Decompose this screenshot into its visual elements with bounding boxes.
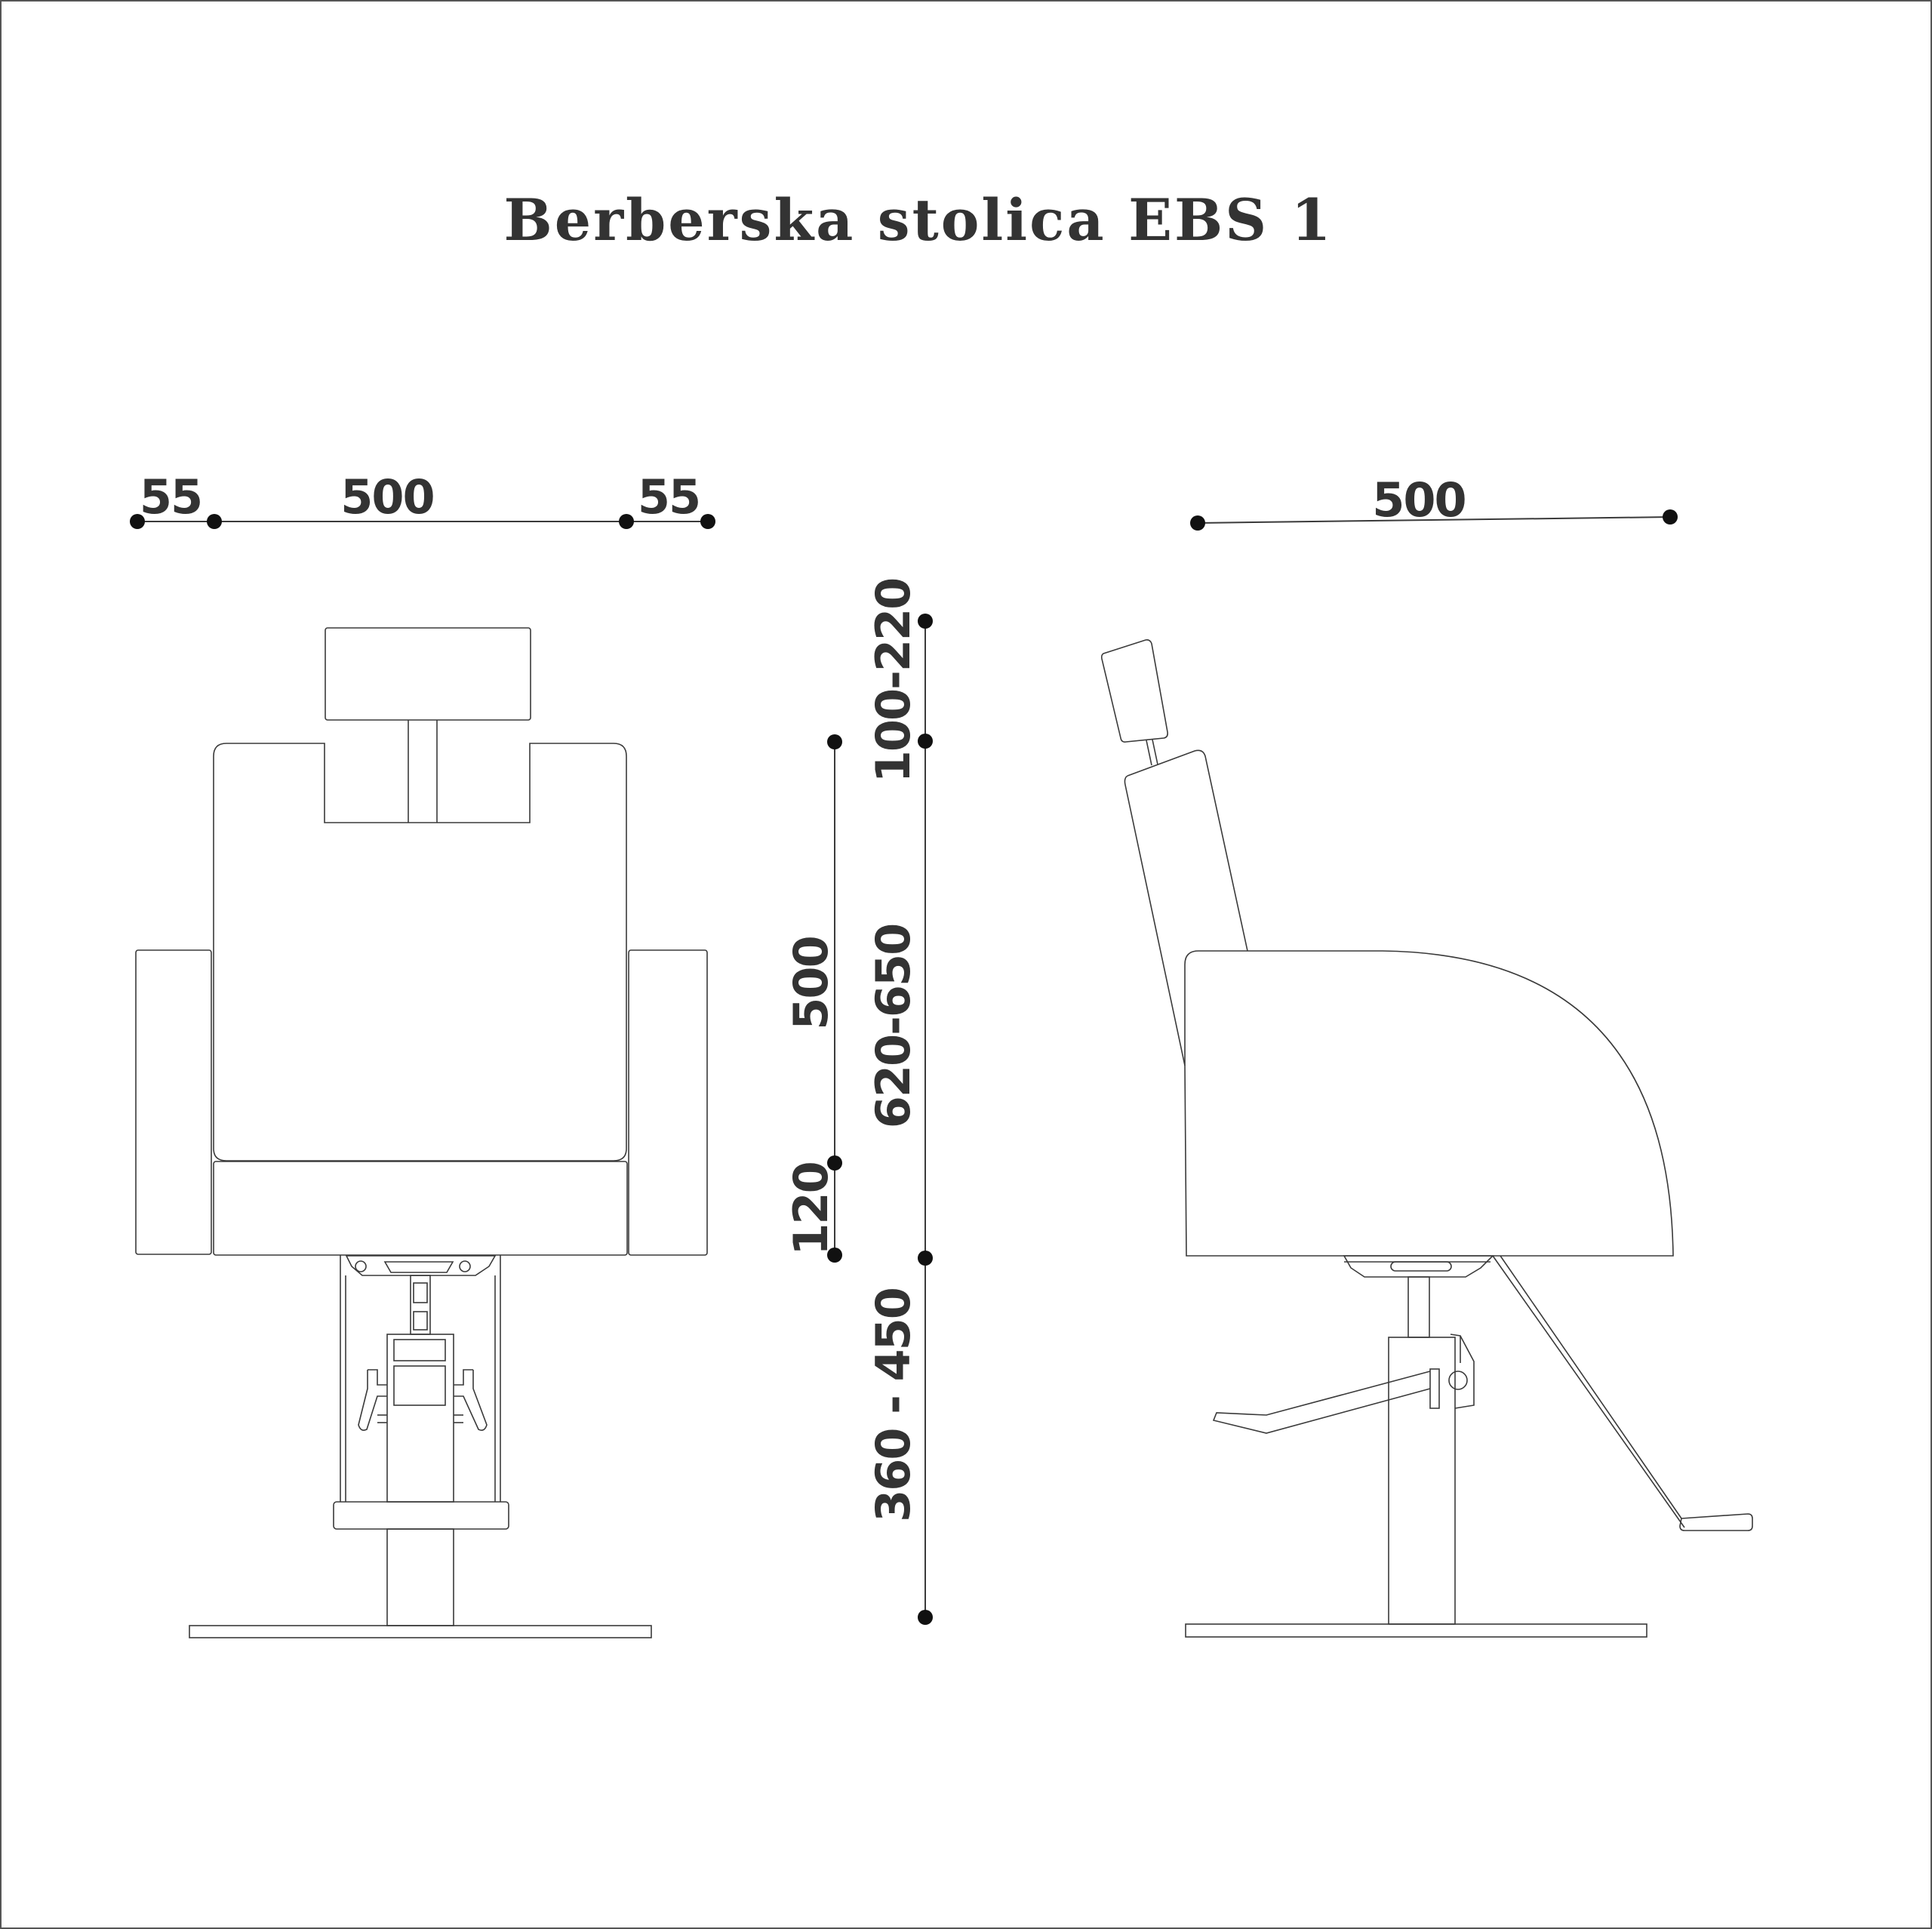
front-headrest — [325, 627, 531, 721]
side-footrest — [1679, 1513, 1753, 1531]
side-seat-body — [1184, 950, 1674, 1257]
front-right-armrest — [628, 949, 708, 1256]
dim-back-total: 620-650 — [866, 925, 921, 1129]
front-backrest — [213, 743, 627, 1161]
side-base — [1185, 1623, 1647, 1638]
side-view-chair — [1100, 639, 1753, 1638]
vertical-dimensions: 100-220 620-650 360 - 450 500 120 — [783, 579, 933, 1625]
front-width-dimension: 55 500 55 — [130, 469, 715, 529]
dim-seat-width: 500 — [340, 469, 433, 525]
front-base — [189, 1625, 652, 1638]
front-view-chair — [135, 627, 708, 1638]
side-headrest — [1100, 639, 1168, 743]
side-pump-pedal — [1212, 1371, 1431, 1434]
front-column — [386, 1528, 454, 1626]
dim-right-arm: 55 — [638, 469, 700, 525]
dim-left-arm: 55 — [140, 469, 202, 525]
side-depth-dimension: 500 — [1190, 472, 1678, 531]
dim-side-depth: 500 — [1372, 472, 1465, 528]
dim-back-height: 500 — [783, 937, 838, 1029]
dim-seat-thickness: 120 — [783, 1162, 838, 1255]
dim-headrest-adjust: 100-220 — [866, 579, 921, 783]
front-left-armrest — [135, 949, 212, 1255]
front-seat — [213, 1161, 628, 1256]
front-footrest — [333, 1501, 509, 1530]
side-backrest — [1127, 749, 1248, 952]
dim-seat-height: 360 - 450 — [866, 1288, 921, 1522]
drawing-title: Berberska stolica EBS 1 — [503, 186, 1333, 254]
